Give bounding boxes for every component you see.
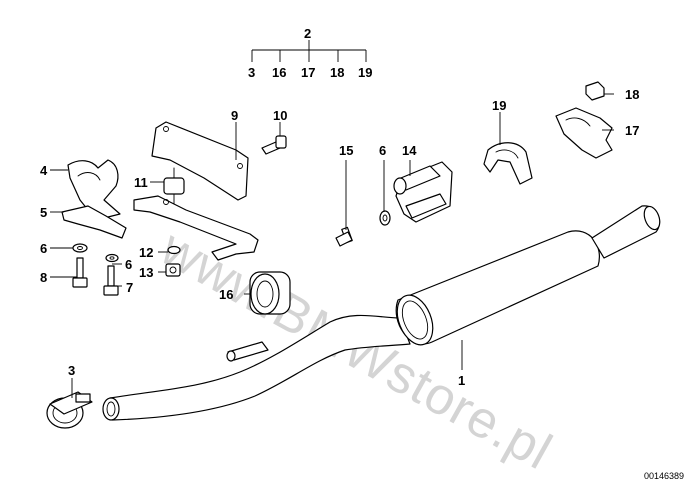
- callout-10: 10: [273, 108, 288, 123]
- callout-19: 19: [492, 98, 507, 113]
- support-bracket: [133, 121, 259, 261]
- callout-3: 3: [68, 363, 76, 378]
- callout-1: 1: [458, 373, 466, 388]
- group-bracket: [251, 40, 367, 62]
- group-callout-18: 18: [330, 65, 345, 80]
- callout-9: 9: [231, 108, 239, 123]
- mounting-bracket: [61, 159, 127, 239]
- pipe-clamp: [46, 391, 93, 429]
- bolt: [261, 135, 287, 155]
- group-callout-16: 16: [272, 65, 287, 80]
- group-callout-3: 3: [248, 65, 256, 80]
- group-callout-17: 17: [301, 65, 316, 80]
- bolt-and-washer: [335, 210, 391, 247]
- callout-18: 18: [625, 87, 640, 102]
- leader-lines: [50, 93, 614, 398]
- callout-13: 13: [139, 265, 154, 280]
- callout-4: 4: [40, 163, 48, 178]
- callout-6-right: 6: [379, 143, 387, 158]
- document-id: 00146389: [643, 471, 684, 481]
- callout-6-middle: 6: [125, 257, 133, 272]
- callout-6-left: 6: [40, 241, 48, 256]
- callout-8: 8: [40, 270, 48, 285]
- callout-11: 11: [134, 175, 148, 190]
- rubber-holder: [483, 142, 533, 185]
- exhaust-pipe: [102, 314, 411, 421]
- callout-7: 7: [126, 280, 134, 295]
- rear-muffler: [395, 205, 661, 346]
- callout-12: 12: [139, 245, 154, 260]
- fasteners: [72, 243, 181, 296]
- rubber-mount: [163, 167, 185, 205]
- rubber-ring: [249, 271, 291, 315]
- clamp-and-nut: [555, 81, 613, 159]
- callout-5: 5: [40, 205, 48, 220]
- callout-16: 16: [219, 287, 234, 302]
- callout-17: 17: [625, 123, 640, 138]
- group-callout-19: 19: [358, 65, 373, 80]
- callout-14: 14: [402, 143, 417, 158]
- callout-15: 15: [339, 143, 354, 158]
- exhaust-hanger: [393, 161, 453, 223]
- callout-2: 2: [304, 26, 312, 41]
